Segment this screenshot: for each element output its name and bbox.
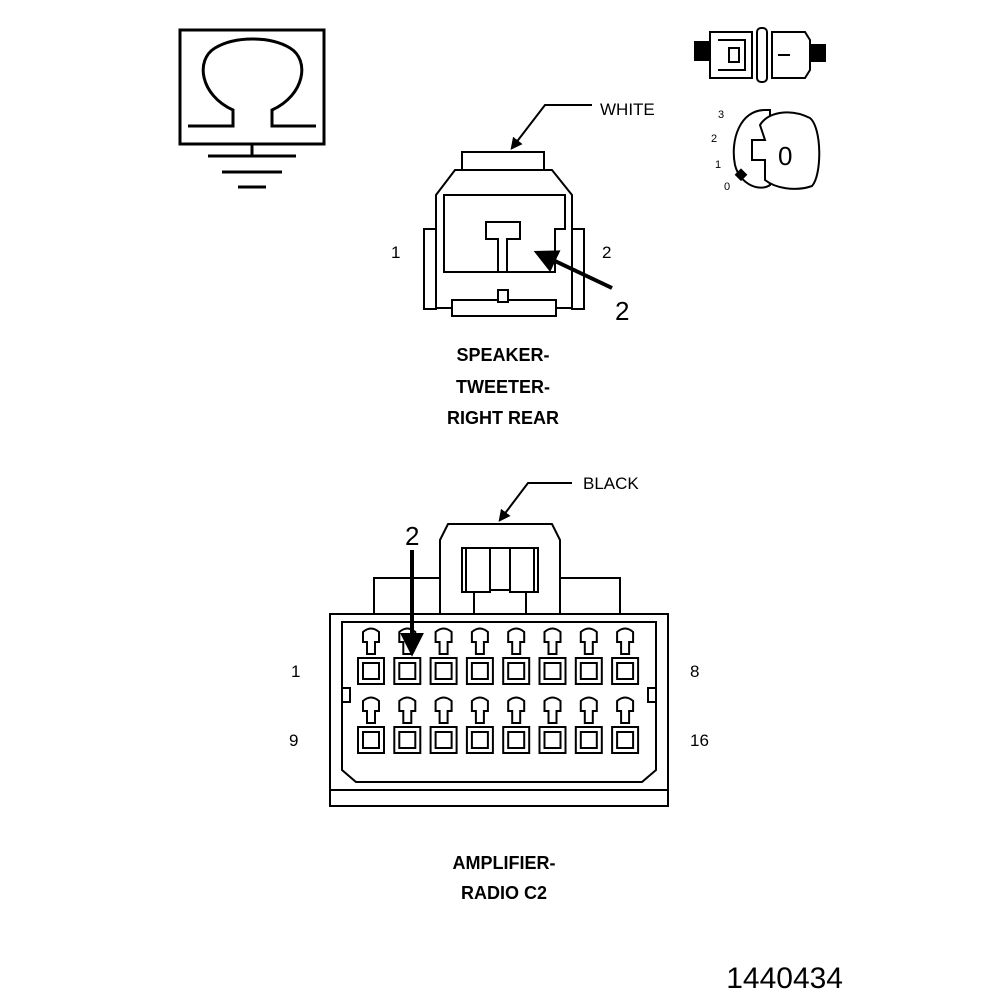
figure-number: 1440434 [726, 962, 843, 995]
amplifier-pin-cavity [538, 627, 567, 685]
amplifier-pin-1-label: 1 [291, 662, 300, 681]
speaker-callout: 2 [615, 296, 629, 326]
ignition-key-label: 0 [778, 141, 792, 171]
amplifier-callout: 2 [405, 521, 419, 551]
ignition-key-icon: 3 2 1 0 0 [711, 109, 821, 193]
speaker-name-line-2: TWEETER- [456, 377, 550, 397]
amplifier-pin-cavity [393, 696, 422, 754]
amplifier-pin-cavity [538, 696, 567, 754]
amplifier-name-line-1: AMPLIFIER- [453, 853, 556, 873]
amplifier-pin-16-label: 16 [690, 731, 709, 750]
amplifier-pin-cavity [574, 627, 603, 685]
amplifier-pin-grid [357, 627, 640, 754]
amplifier-pin-cavity [574, 696, 603, 754]
speaker-name-line-1: SPEAKER- [456, 345, 549, 365]
ground-icon [208, 154, 296, 189]
amplifier-pin-8-label: 8 [690, 662, 699, 681]
amplifier-pin-cavity [502, 627, 531, 685]
ignition-position-1: 1 [715, 159, 721, 171]
amplifier-color-label: BLACK [583, 474, 639, 493]
amplifier-pin-cavity [357, 696, 385, 754]
speaker-color-label: WHITE [600, 100, 655, 119]
amplifier-pin-cavity [611, 696, 640, 754]
speaker-pin-1-label: 1 [391, 243, 400, 262]
amplifier-pin-9-label: 9 [289, 731, 298, 750]
speaker-pin-2-label: 2 [602, 243, 611, 262]
connector-plug-icon [694, 27, 826, 83]
amplifier-pin-cavity [429, 696, 458, 754]
speaker-name-line-3: RIGHT REAR [447, 408, 559, 428]
ignition-position-0: 0 [724, 181, 730, 193]
amplifier-name-line-2: RADIO C2 [461, 883, 547, 903]
amplifier-pin-cavity [465, 696, 494, 754]
ohm-icon [178, 28, 326, 156]
ignition-position-3: 3 [718, 109, 724, 121]
amplifier-pin-cavity [357, 627, 385, 685]
amplifier-pin-cavity [611, 627, 640, 685]
ignition-position-2: 2 [711, 133, 717, 145]
speaker-connector [423, 151, 585, 317]
amplifier-pin-cavity [502, 696, 531, 754]
amplifier-pin-cavity [465, 627, 494, 685]
amplifier-pin-cavity [429, 627, 458, 685]
